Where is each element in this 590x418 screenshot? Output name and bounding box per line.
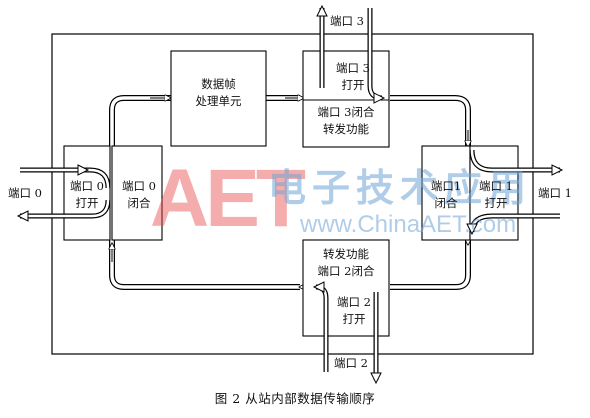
port2-open-line2: 打开 [342, 312, 366, 326]
port0-in-head [77, 164, 90, 176]
port0-open-block [63, 145, 111, 241]
port3-out-head [316, 4, 328, 17]
internal-ring [109, 95, 471, 290]
port0-closed-label: 端口 0 闭合 [114, 178, 164, 212]
port2-forward-line1: 转发功能 [323, 247, 369, 261]
external-port0-label: 端口 0 [8, 186, 42, 200]
port1-open-block [469, 145, 519, 241]
port0-closed-line2: 闭合 [127, 196, 151, 210]
port0-out-head [16, 210, 29, 222]
port1-closed-block [421, 145, 471, 241]
port2-open-line1: 端口 2 [337, 295, 371, 309]
external-port3-label: 端口 3 [330, 14, 364, 28]
port1-closed-line1: 端口1 [430, 179, 462, 193]
watermark-logo: AET [150, 153, 306, 244]
port0-closed-line1: 端口 0 [122, 179, 156, 193]
port3-block [302, 50, 390, 148]
port1-open-line1: 端口 1 [479, 179, 513, 193]
processing-unit-line2: 处理单元 [195, 94, 242, 108]
processing-unit-label: 数据帧 处理单元 [171, 76, 266, 110]
port1-in-head [466, 223, 478, 236]
port3-forward-line1: 端口 3闭合 [317, 105, 375, 119]
watermark-url: www.ChinaAET.com [300, 211, 517, 238]
port2-in-head [312, 281, 325, 293]
port1-open-label: 端口 1 打开 [472, 178, 520, 212]
port3-open-line1: 端口 3 [336, 61, 370, 75]
slave-station-boundary [51, 33, 534, 355]
port3-open-line2: 打开 [341, 78, 365, 92]
processing-unit-line1: 数据帧 [201, 77, 236, 91]
external-port1-label: 端口 1 [538, 186, 572, 200]
port1-closed-label: 端口1 闭合 [422, 178, 470, 212]
port3-open-label: 端口 3 打开 [324, 60, 382, 94]
port3-forward-label: 端口 3闭合 转发功能 [303, 104, 389, 138]
port2-forward-label: 转发功能 端口 2闭合 [303, 246, 389, 280]
port0-open-line1: 端口 0 [70, 179, 104, 193]
port0-open-line2: 打开 [75, 196, 99, 210]
port2-forward-line2: 端口 2闭合 [317, 264, 375, 278]
watermark-chinese: 电子技术应用 [268, 165, 533, 210]
figure-caption: 图 2 从站内部数据传输顺序 [214, 391, 376, 406]
port1-closed-line2: 闭合 [434, 196, 458, 210]
port2-open-label: 端口 2 打开 [326, 294, 382, 328]
external-port2-label: 端口 2 [334, 356, 368, 370]
port3-forward-line2: 转发功能 [323, 122, 369, 136]
port3-in-head [373, 92, 386, 104]
port0-open-label: 端口 0 打开 [64, 178, 110, 212]
processing-unit-block [170, 50, 267, 147]
port1-open-line2: 打开 [484, 196, 508, 210]
port2-out-head [370, 372, 382, 385]
port0-closed-block [111, 145, 163, 241]
port1-out-head [551, 164, 564, 176]
